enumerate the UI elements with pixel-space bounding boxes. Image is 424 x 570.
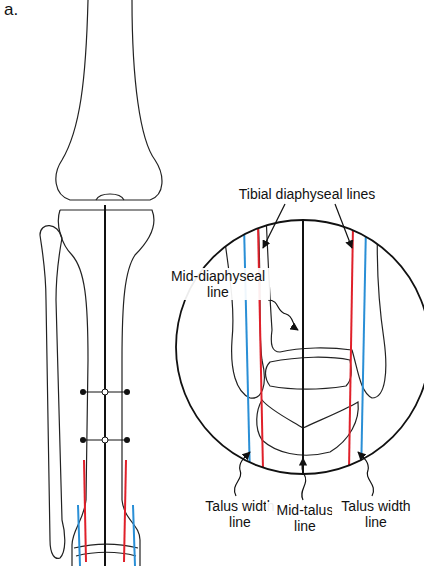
femur (56, 0, 162, 200)
inset-tibia (266, 215, 386, 398)
callout-label: Tibial diaphyseal lines (215, 186, 399, 202)
panel-letter: a. (4, 2, 44, 18)
callout-label: Talus width line (332, 498, 420, 530)
femur-notch (96, 194, 124, 200)
inset-ankle (222, 215, 386, 478)
leader-lines (234, 204, 373, 500)
tibia (58, 210, 154, 566)
leg-lines (78, 205, 135, 566)
fibula (40, 226, 65, 559)
inset-talus-dome (266, 357, 352, 389)
leg-bones (40, 0, 162, 566)
inset-circle (176, 220, 424, 474)
inset-talus (257, 400, 359, 455)
callout-label: Mid-diaphyseal line (166, 268, 270, 300)
